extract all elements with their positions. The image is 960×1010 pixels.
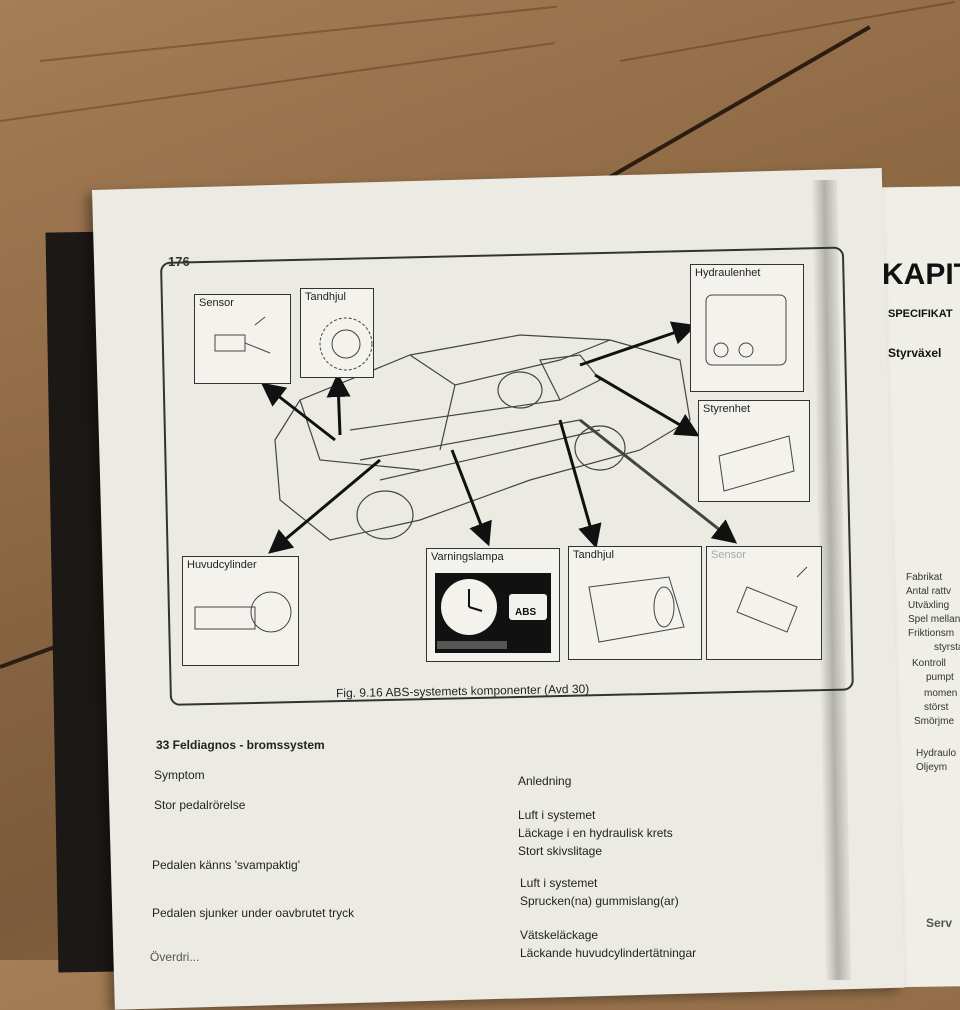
spec-item: Kontroll	[912, 658, 946, 669]
cause-3-1: Vätskeläckage	[520, 928, 599, 942]
spec-item: Utväxling	[908, 600, 950, 611]
symptom-3: Pedalen sjunker under oavbrutet tryck	[152, 906, 355, 920]
specifications-heading: SPECIFIKAT	[888, 308, 953, 320]
cause-2-1: Luft i systemet	[520, 876, 598, 890]
chapter-heading: KAPIT	[882, 258, 960, 291]
spec-item: Oljeym	[916, 762, 948, 773]
page-number: 176	[168, 254, 190, 269]
pointer-arrows	[260, 321, 738, 554]
control-unit-icon	[718, 435, 795, 492]
abs-badge-text: ABS	[515, 607, 537, 618]
sensor-bottom-label: Sensor	[711, 549, 746, 561]
cause-1-3: Stort skivslitage	[518, 844, 603, 858]
cause-header: Anledning	[518, 774, 572, 788]
right-footer-text: Serv	[926, 916, 953, 930]
spec-item: pumpt	[926, 672, 954, 683]
spec-item: Fabrikat	[906, 572, 943, 583]
abs-diagram	[260, 321, 738, 554]
cause-1-2: Läckage i en hydraulisk krets	[518, 826, 673, 840]
hydraulenhet-box: Hydraulenhet	[690, 264, 804, 392]
spec-item: Friktionsm	[908, 628, 955, 639]
tandhjul-bottom-label: Tandhjul	[573, 549, 614, 561]
spec-item: Smörjme	[914, 716, 955, 727]
warning-lamp-icon	[435, 573, 551, 653]
gear-wheel-icon	[588, 576, 685, 643]
hydraulenhet-label: Hydraulenhet	[695, 267, 761, 279]
sensor-top-box: Sensor	[194, 294, 291, 384]
hydraulic-unit-icon	[705, 294, 787, 366]
huvudcylinder-label: Huvudcylinder	[187, 559, 257, 571]
sensor-icon	[214, 316, 271, 354]
huvudcylinder-box: Huvudcylinder	[182, 556, 299, 666]
varningslampa-label: Varningslampa	[431, 551, 504, 563]
cause-1-1: Luft i systemet	[518, 808, 596, 822]
cause-2-2: Sprucken(na) gummislang(ar)	[520, 894, 679, 908]
sensor-icon	[736, 566, 808, 633]
spec-item: styrstag	[934, 642, 960, 653]
spec-item: Antal rattv	[906, 586, 952, 597]
tandhjul-bottom-box: Tandhjul	[568, 546, 702, 660]
spec-item: Spel mellan	[908, 614, 960, 625]
styrenhet-label: Styrenhet	[703, 403, 751, 415]
sensor-bottom-box: Sensor	[706, 546, 822, 660]
spec-item: momen	[924, 688, 958, 699]
styrenhet-box: Styrenhet	[698, 400, 810, 502]
symptom-2: Pedalen känns 'svampaktig'	[152, 858, 301, 872]
spec-item: störst	[924, 702, 949, 713]
gear-wheel-icon	[319, 317, 373, 371]
cause-3-2: Läckande huvudcylindertätningar	[520, 946, 697, 960]
spec-item: Hydraulo	[916, 748, 957, 759]
steering-heading: Styrväxel	[888, 346, 942, 360]
tandhjul-top-label: Tandhjul	[305, 291, 346, 303]
tandhjul-top-box: Tandhjul	[300, 288, 374, 378]
varningslampa-box: Varningslampa ABS	[426, 548, 560, 662]
sensor-top-label: Sensor	[199, 297, 234, 309]
symptom-1: Stor pedalrörelse	[154, 798, 246, 812]
master-cylinder-icon	[194, 591, 292, 633]
symptom-header: Symptom	[154, 768, 205, 782]
cut-off-line: Överdri...	[150, 950, 200, 964]
section-title: 33 Feldiagnos - bromssystem	[156, 738, 325, 752]
